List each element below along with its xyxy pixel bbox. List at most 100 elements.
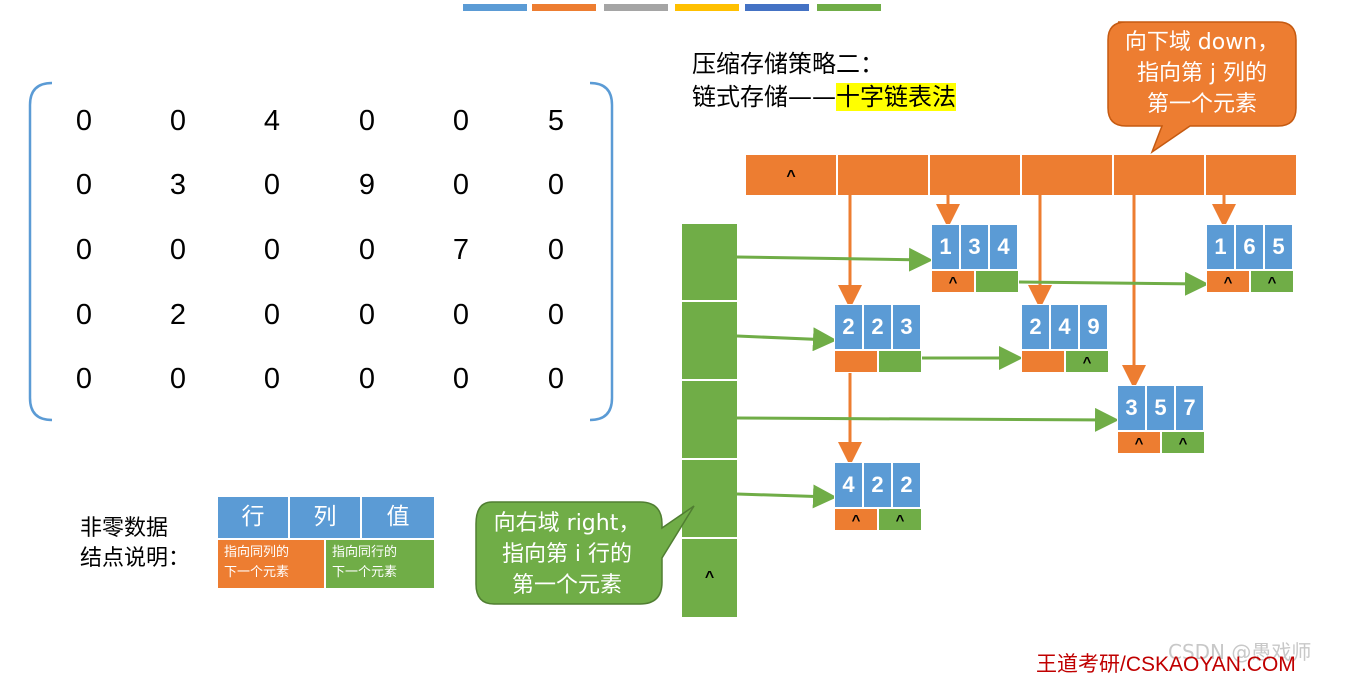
- legend-caption-line-2: 结点说明：: [80, 546, 191, 571]
- title-line-2: 链式存储——十字链表法: [692, 81, 956, 114]
- color-strip-1: [463, 4, 527, 11]
- legend-row-header: 行: [218, 497, 290, 538]
- node-row: 2: [1021, 304, 1050, 350]
- matrix-cell: 2: [169, 299, 187, 331]
- right-arrow: [1018, 271, 1209, 296]
- node-value: 2: [892, 462, 921, 508]
- legend-right-desc-line-2: 下一个元素: [332, 565, 398, 580]
- matrix-cell: 0: [263, 234, 281, 266]
- matrix-cell: 0: [263, 363, 281, 395]
- right-arrow: [736, 327, 837, 352]
- matrix-cell: 7: [452, 234, 470, 266]
- column-head-3: [930, 155, 1022, 195]
- legend-down-desc-line-2: 下一个元素: [224, 565, 290, 580]
- matrix-brackets: [28, 81, 614, 422]
- matrix-cell: 0: [75, 169, 93, 201]
- node-right-pointer: ^: [1161, 431, 1205, 454]
- right-arrow: [736, 407, 1119, 432]
- node-down-pointer: ^: [931, 270, 975, 293]
- node-col: 2: [863, 304, 892, 350]
- node-row: 3: [1117, 385, 1146, 431]
- matrix-cell: 9: [358, 169, 376, 201]
- row-head-4: [682, 460, 737, 539]
- right-arrow: [736, 247, 933, 272]
- node-down-pointer: ^: [1206, 270, 1250, 293]
- matrix-cell: 0: [358, 105, 376, 137]
- row-head-3: [682, 381, 737, 460]
- column-head-2: [838, 155, 930, 195]
- matrix-cell: 5: [547, 105, 565, 137]
- node-value: 4: [989, 224, 1018, 270]
- node-right-pointer: [975, 270, 1019, 293]
- row-head-5: ^: [682, 539, 737, 617]
- node-col: 2: [863, 462, 892, 508]
- node-right-pointer: [878, 350, 922, 373]
- legend-value-header: 值: [362, 497, 434, 538]
- matrix-cell: 0: [263, 169, 281, 201]
- matrix-cell: 0: [358, 363, 376, 395]
- node-right-pointer: ^: [1250, 270, 1294, 293]
- node-value: 5: [1264, 224, 1293, 270]
- matrix-cell: 0: [547, 169, 565, 201]
- node-down-pointer: [1021, 350, 1065, 373]
- legend-caption-line-1: 非零数据: [80, 516, 169, 541]
- node-right-pointer: ^: [878, 508, 922, 531]
- callout-right: 向右域 right， 指向第 i 行的 第一个元素: [478, 508, 656, 601]
- color-strip-3: [604, 4, 668, 11]
- callout-right-line-2: 指向第 i 行的: [501, 542, 633, 567]
- node-col: 6: [1235, 224, 1264, 270]
- row-head-2: [682, 302, 737, 381]
- legend-down-desc: 指向同列的 下一个元素: [218, 540, 326, 588]
- matrix-cell: 0: [169, 105, 187, 137]
- matrix-cell: 3: [169, 169, 187, 201]
- title-line-2-prefix: 链式存储——: [692, 83, 836, 111]
- matrix-cell: 0: [547, 234, 565, 266]
- legend-right-desc-line-1: 指向同行的: [332, 545, 398, 560]
- callout-down-line-3: 第一个元素: [1146, 92, 1257, 117]
- title-line-1: 压缩存储策略二：: [692, 50, 884, 78]
- matrix-cell: 4: [263, 105, 281, 137]
- callout-down-line-2: 指向第 j 列的: [1136, 61, 1268, 86]
- matrix-cell: 0: [263, 299, 281, 331]
- node-down-pointer: ^: [834, 508, 878, 531]
- matrix-cell: 0: [452, 169, 470, 201]
- row-head-1: [682, 224, 737, 302]
- matrix-cell: 0: [452, 363, 470, 395]
- matrix-cell: 0: [169, 234, 187, 266]
- matrix-cell: 0: [75, 299, 93, 331]
- color-strip-4: [675, 4, 739, 11]
- matrix-cell: 0: [452, 105, 470, 137]
- color-strip-5: [745, 4, 809, 11]
- right-arrow: [736, 484, 837, 509]
- callout-right-bubble: [475, 501, 695, 605]
- node-down-pointer: ^: [1117, 431, 1161, 454]
- node-row: 1: [1206, 224, 1235, 270]
- legend-right-desc: 指向同行的 下一个元素: [326, 540, 434, 588]
- matrix-cell: 0: [547, 363, 565, 395]
- legend-caption: 非零数据 结点说明：: [80, 514, 190, 574]
- matrix-cell: 0: [358, 299, 376, 331]
- matrix-cell: 0: [358, 234, 376, 266]
- node-col: 3: [960, 224, 989, 270]
- column-head-6: [1206, 155, 1296, 195]
- matrix-cell: 0: [75, 105, 93, 137]
- node-row: 4: [834, 462, 863, 508]
- node-row: 2: [834, 304, 863, 350]
- brand-footer: 王道考研/CSKAOYAN.COM: [1036, 653, 1296, 676]
- callout-down-bubble: [1107, 21, 1297, 154]
- title-highlight: 十字链表法: [836, 83, 956, 111]
- matrix-cell: 0: [75, 363, 93, 395]
- callout-right-line-3: 第一个元素: [511, 573, 622, 598]
- column-head-5: [1114, 155, 1206, 195]
- legend-col-header: 列: [290, 497, 362, 538]
- callout-down: 向下域 down， 指向第 j 列的 第一个元素: [1108, 27, 1296, 120]
- color-strip-6: [817, 4, 881, 11]
- callout-down-line-1: 向下域 down，: [1124, 30, 1280, 55]
- matrix-cell: 0: [547, 299, 565, 331]
- node-col: 4: [1050, 304, 1079, 350]
- node-right-pointer: ^: [1065, 350, 1109, 373]
- node-row: 1: [931, 224, 960, 270]
- column-head-4: [1022, 155, 1114, 195]
- watermark: CSDN @愚戏师: [1168, 640, 1312, 664]
- node-value: 9: [1079, 304, 1108, 350]
